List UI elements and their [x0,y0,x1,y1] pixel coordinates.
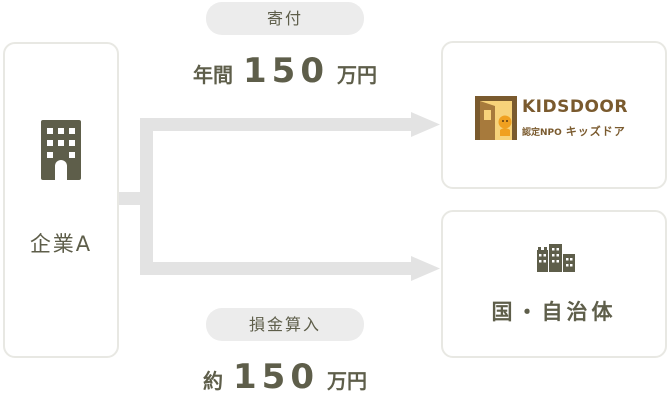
office-building-icon [41,120,81,180]
arrowhead-to-kidsdoor [411,112,440,137]
donation-amount-suffix: 万円 [336,63,377,87]
donation-amount-prefix: 年間 [193,63,233,87]
donation-label: 寄付 [206,2,364,35]
kidsdoor-subtitle-kana: キッズドア [565,125,626,138]
connector-bottom-branch [140,262,416,275]
connector-top-branch [140,118,416,131]
government-label: 国・自治体 [491,300,617,324]
city-buildings-icon [537,244,575,272]
company-label: 企業A [29,232,93,256]
connector-vertical [140,118,153,275]
donation-amount: 年間 150 万円 [160,51,410,91]
kidsdoor-subtitle-prefix: 認定NPO [522,128,562,138]
donation-amount-number: 150 [243,51,329,91]
company-card: 企業A [3,42,119,358]
government-card: 国・自治体 [441,210,667,358]
deduction-amount-number: 150 [233,357,319,397]
arrowhead-to-government [411,256,440,281]
tax-deduction-amount: 約 150 万円 [160,357,410,397]
kidsdoor-wordmark: KIDSDOOR [522,97,628,117]
deduction-amount-prefix: 約 [203,369,223,393]
door-logo-icon [475,96,517,140]
deduction-amount-suffix: 万円 [326,369,367,393]
tax-deduction-label: 損金算入 [206,308,364,341]
